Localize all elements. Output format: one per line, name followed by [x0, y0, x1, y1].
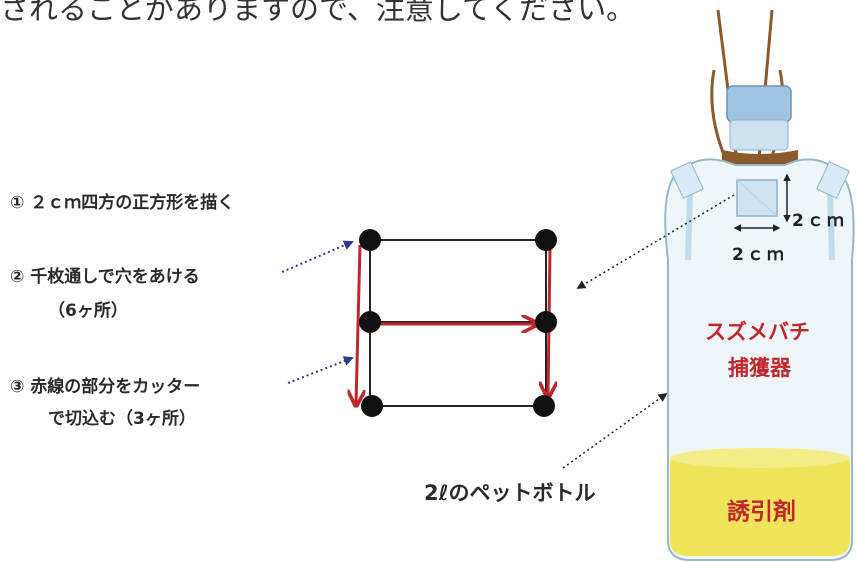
step3-label: ③ 赤線の部分をカッター	[10, 377, 201, 397]
header-text: されることがありますので、注意してください。	[0, 0, 636, 26]
cut-grid	[356, 229, 557, 417]
bait-label: 誘引剤	[727, 499, 796, 525]
step3-sub-label: で切込む（3ヶ所）	[48, 409, 196, 429]
step2-leader-arrow	[281, 240, 354, 273]
step2-sub-label: （6ヶ所）	[48, 301, 128, 321]
pet-bottle-illustration	[664, 9, 855, 561]
hole-point	[359, 311, 381, 333]
step2-label: ② 千枚通しで穴をあける	[10, 267, 200, 287]
step3-leader-arrow	[287, 356, 354, 384]
trap-title-line1: スズメバチ	[705, 320, 810, 344]
hole-point	[361, 395, 383, 417]
trap-title-line2: 捕獲器	[728, 356, 791, 380]
bottle-pointer-arrow	[562, 392, 668, 469]
dim-width-label: 2ｃｍ	[732, 245, 787, 265]
hole-point	[535, 229, 557, 251]
hole-pointer-arrow	[576, 194, 735, 289]
dim-height-label: 2ｃｍ	[792, 211, 847, 231]
bottle-label: 2ℓのペットボトル	[424, 481, 596, 505]
red-cut-left	[356, 244, 360, 404]
hole-point	[359, 229, 381, 251]
hole-point	[533, 395, 555, 417]
hole-point	[535, 311, 557, 333]
step1-label: ① ２ｃｍ四方の正方形を描く	[10, 193, 235, 213]
